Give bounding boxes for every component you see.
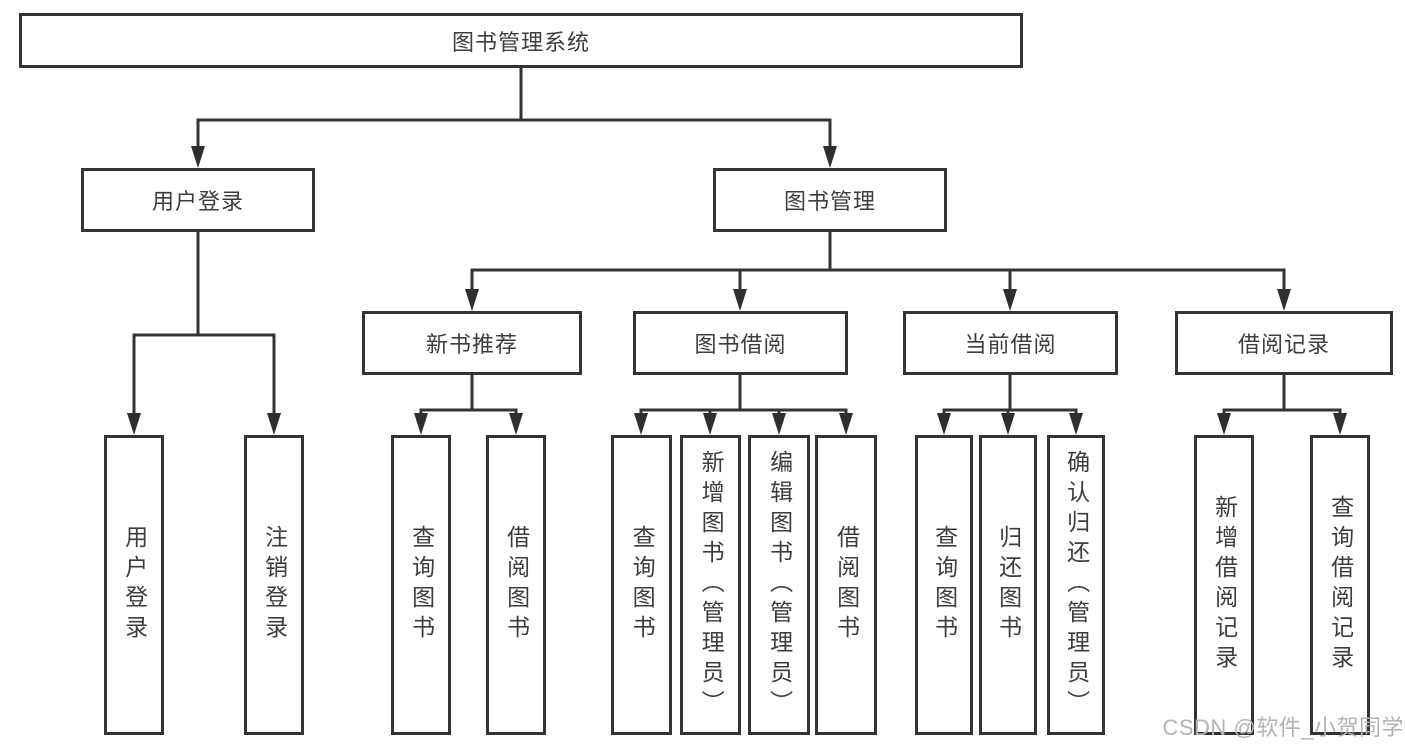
node-current-borrow-label: 当前借阅 bbox=[964, 332, 1057, 357]
leaf-query-books-2-label: 查询图书 bbox=[629, 525, 656, 645]
leaf-logout: 注销登录 bbox=[244, 435, 304, 735]
leaf-query-borrow-record: 查询借阅记录 bbox=[1310, 435, 1370, 735]
leaf-query-books-1-label: 查询图书 bbox=[408, 525, 435, 645]
leaf-query-books-3: 查询图书 bbox=[915, 435, 973, 735]
leaf-edit-books-admin: 编辑图书（管理员） bbox=[748, 435, 810, 735]
leaf-add-books-admin-label: 新增图书（管理员） bbox=[698, 450, 725, 720]
leaf-query-books-3-label: 查询图书 bbox=[931, 525, 958, 645]
leaf-query-books-1: 查询图书 bbox=[391, 435, 451, 735]
node-book-management: 图书管理 bbox=[713, 168, 947, 232]
node-user-login-label: 用户登录 bbox=[151, 189, 244, 214]
leaf-query-books-2: 查询图书 bbox=[611, 435, 672, 735]
leaf-borrow-books-1-label: 借阅图书 bbox=[503, 525, 530, 645]
leaf-borrow-books-1: 借阅图书 bbox=[486, 435, 546, 735]
node-book-borrow-label: 图书借阅 bbox=[694, 332, 787, 357]
node-new-book-recommend-label: 新书推荐 bbox=[425, 332, 518, 357]
leaf-return-books-label: 归还图书 bbox=[995, 525, 1022, 645]
leaf-query-borrow-record-label: 查询借阅记录 bbox=[1327, 495, 1354, 675]
leaf-borrow-books-2-label: 借阅图书 bbox=[833, 525, 860, 645]
node-new-book-recommend: 新书推荐 bbox=[362, 311, 582, 375]
leaf-logout-label: 注销登录 bbox=[261, 525, 288, 645]
leaf-add-books-admin: 新增图书（管理员） bbox=[680, 435, 741, 735]
leaf-add-borrow-record: 新增借阅记录 bbox=[1194, 435, 1254, 735]
node-current-borrow: 当前借阅 bbox=[903, 311, 1118, 375]
arrowheads bbox=[127, 146, 1347, 435]
node-borrow-records-label: 借阅记录 bbox=[1237, 332, 1330, 357]
csdn-watermark: CSDN @软件_小贺同学 bbox=[1162, 715, 1404, 740]
leaf-user-login: 用户登录 bbox=[104, 435, 164, 735]
leaf-user-login-label: 用户登录 bbox=[121, 525, 148, 645]
node-book-borrow: 图书借阅 bbox=[633, 311, 848, 375]
leaf-confirm-return-admin-label: 确认归还（管理员） bbox=[1063, 450, 1090, 720]
leaf-edit-books-admin-label: 编辑图书（管理员） bbox=[766, 450, 793, 720]
node-root-label: 图书管理系统 bbox=[451, 29, 590, 55]
leaf-return-books: 归还图书 bbox=[979, 435, 1037, 735]
node-borrow-records: 借阅记录 bbox=[1175, 311, 1393, 375]
node-root-system: 图书管理系统 bbox=[19, 13, 1023, 68]
leaf-add-borrow-record-label: 新增借阅记录 bbox=[1211, 495, 1238, 675]
leaf-confirm-return-admin: 确认归还（管理员） bbox=[1047, 435, 1105, 735]
node-book-management-label: 图书管理 bbox=[783, 189, 876, 214]
node-user-login: 用户登录 bbox=[81, 168, 315, 232]
leaf-borrow-books-2: 借阅图书 bbox=[815, 435, 877, 735]
